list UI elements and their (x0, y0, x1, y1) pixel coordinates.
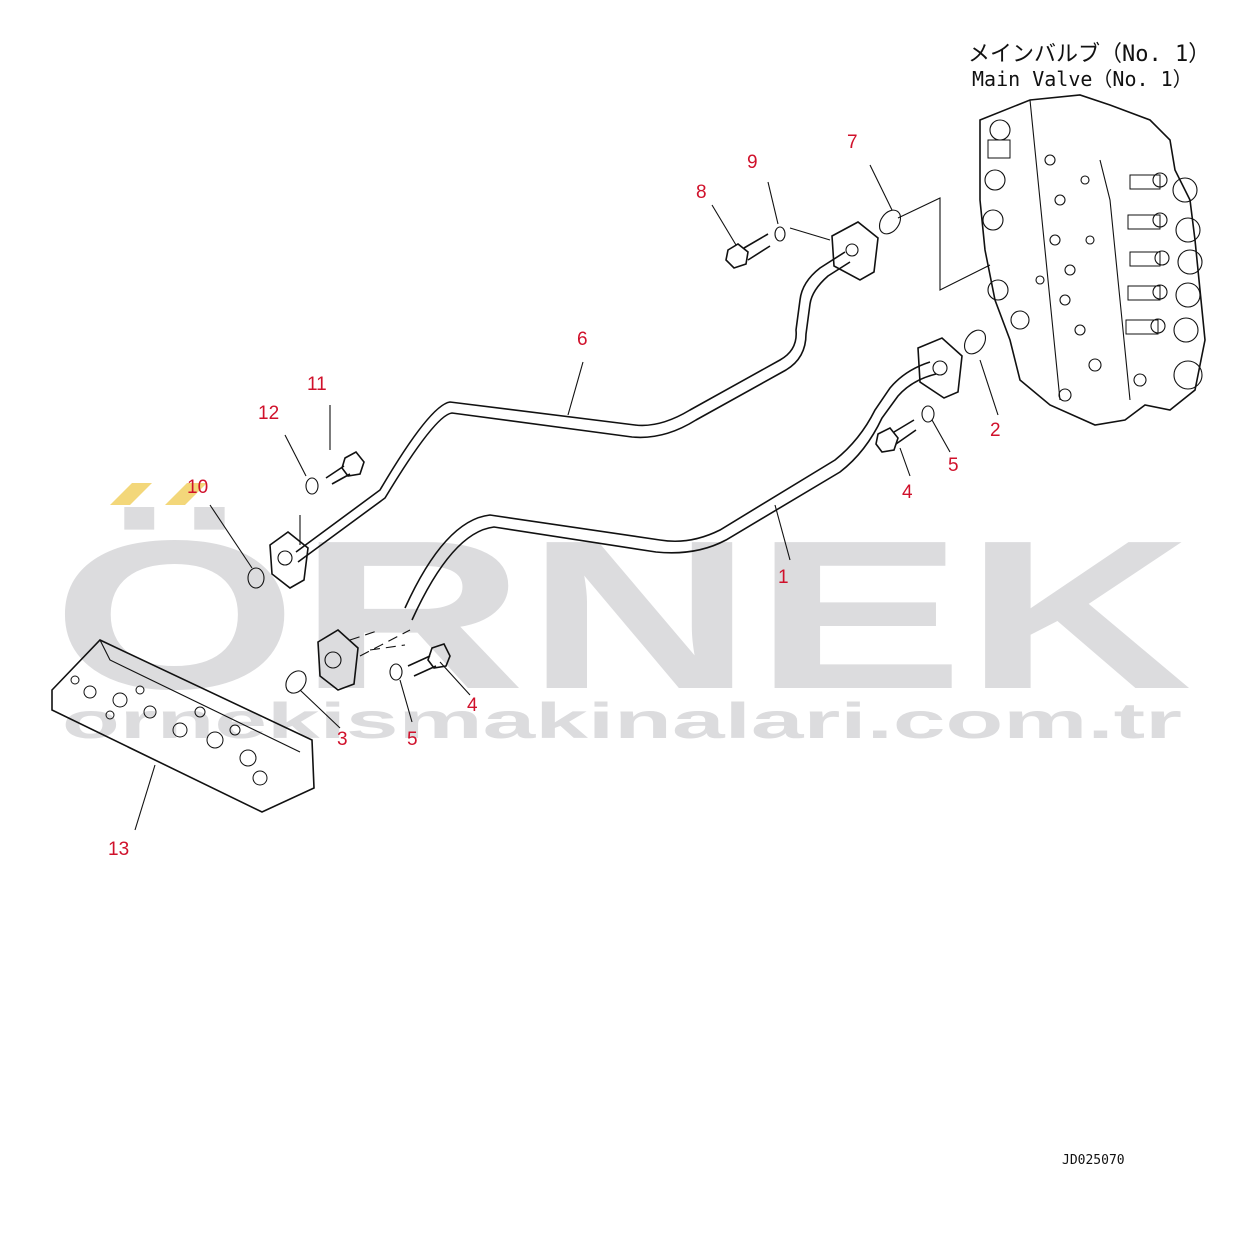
callout-9: 9 (747, 152, 758, 173)
watermark: ÖRNEK ornekismakinalari.com.tr (52, 483, 1192, 749)
callout-11: 11 (307, 374, 327, 395)
callout-6: 6 (577, 329, 588, 350)
callout-12: 12 (258, 403, 279, 424)
callout-5-lower: 5 (407, 729, 418, 750)
callout-10: 10 (187, 477, 208, 498)
title-en: Main Valve（No. 1） (972, 67, 1193, 91)
callout-4-upper: 4 (902, 482, 913, 503)
main-valve (979, 94, 1206, 426)
flange-lower-right (917, 337, 963, 399)
callout-4-lower: 4 (467, 695, 478, 716)
callout-7: 7 (847, 132, 858, 153)
watermark-url: ornekismakinalari.com.tr (62, 693, 1182, 749)
callout-labels: 1 2 3 4 4 5 5 6 7 8 9 10 11 12 13 (108, 132, 1001, 860)
o-rings (247, 209, 987, 694)
watermark-brand: ÖRNEK (52, 496, 1192, 733)
callout-8: 8 (696, 182, 707, 203)
pipe-1 (404, 361, 937, 621)
manifold-block (51, 639, 315, 813)
flange-upper-right (831, 221, 879, 281)
flange-lower-left (317, 629, 411, 691)
watermark-accent-right (165, 483, 207, 505)
title-jp: メインバルブ（No. 1） (968, 42, 1210, 67)
callout-2: 2 (990, 420, 1001, 441)
bolts (305, 226, 935, 681)
callout-5-upper: 5 (948, 455, 959, 476)
flange-upper-left (269, 530, 309, 589)
leader-lines (134, 164, 999, 831)
callout-3: 3 (337, 729, 348, 750)
callout-1: 1 (778, 567, 789, 588)
pipe-6 (295, 251, 851, 563)
callout-13: 13 (108, 839, 129, 860)
watermark-accent-left (110, 483, 152, 505)
drawing-code: JD025070 (1062, 1153, 1125, 1168)
